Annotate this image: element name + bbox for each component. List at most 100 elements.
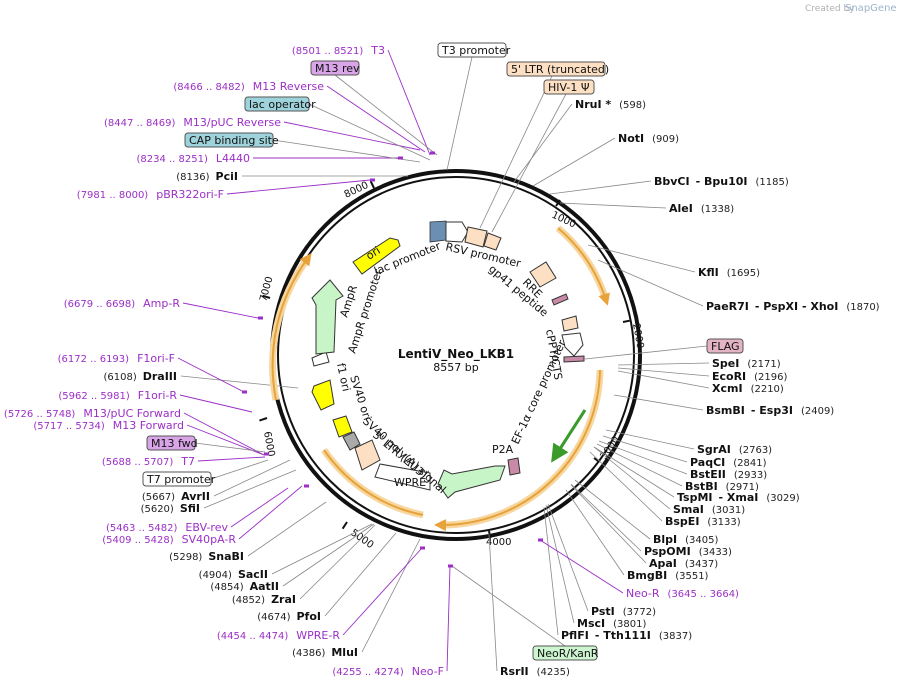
enzyme-label: (5667)AvrII [142,490,210,503]
primer-leader [230,487,289,528]
label-neor-kanr: NeoR/KanR [537,647,599,660]
primer-label: (5962 .. 5981)F1ori-R [58,389,177,402]
primer-leader [179,394,253,413]
feature-leader [194,442,266,453]
label-t7-promoter: T7 promoter [146,473,216,486]
enzyme-leader [247,501,327,557]
tick-mark [259,417,268,422]
tick-label: 7000 [258,275,275,302]
feature-sv40pa [342,431,361,451]
orf-arc-1-line [557,227,610,306]
feature-3ltr [354,439,381,471]
enzyme-leader [559,202,667,209]
primer-label: (8447 .. 8469)M13/pUC Reverse [104,116,281,129]
feature-ampr-promoter [311,351,330,367]
feature-leader [210,459,269,480]
primer-leader [387,49,431,156]
primer-leader [177,357,245,393]
tick-mark [341,521,348,530]
enzyme-leader [513,103,573,183]
enzyme-leader [299,524,376,600]
plasmid-length: 8557 bp [433,361,478,374]
orf-arc-2-line [434,369,601,532]
tick-mark [369,180,375,189]
primer-label: (5463 .. 5482)EBV-rev [106,521,228,534]
label-cap-site: CAP binding site [189,134,279,147]
enzyme-leader [589,451,663,522]
enzyme-label: RsrII(4235) [500,665,570,678]
enzyme-label: BbvCI- Bpu10I(1185) [654,175,789,188]
enzyme-label: NotI(909) [618,132,679,145]
box-5ltr [506,61,606,77]
enzyme-label: SgrAI(2763) [697,443,772,456]
enzyme-label: BstEII(2933) [690,468,767,481]
primer-label: (6172 .. 6193)F1ori-F [58,352,175,365]
feature-rre [529,261,557,288]
tick-mark [593,457,601,463]
plasmid-name: LentiV_Neo_LKB1 [398,347,514,362]
enzyme-leader [545,504,575,624]
enzyme-labels-right: NruI *(598)NotI(909)BbvCI- Bpu10I(1185)A… [500,98,880,678]
feature-cppt [561,315,579,332]
feature-lac-promoter-arrow [445,221,469,243]
credit-text: Created by [805,4,855,14]
enzyme-leader [617,367,710,377]
enzyme-label: PaqCI(2841) [690,456,767,469]
primer-mark [258,316,263,320]
box-flag [706,338,744,354]
primer-label: (7981 .. 8000)pBR322ori-F [77,188,224,201]
tick-label: 8000 [343,180,371,201]
enzyme-label: SmaI(3031) [673,503,745,516]
primer-leader [342,547,423,636]
enzyme-leader [180,375,299,389]
orf-arc-4-line [271,253,312,401]
enzyme-label: BlpI(3405) [653,533,718,546]
orf-arc-2 [439,369,604,529]
primer-mark [538,538,543,542]
primer-leader [197,456,266,462]
feature-p2a [507,457,521,476]
label-5ltr: 5' LTR (truncated) [511,63,609,76]
enzyme-label: (4904)SacII [199,568,268,581]
primer-mark [242,390,247,394]
enzyme-label: EcoRI(2196) [712,370,788,383]
enzyme-label: SpeI(2171) [712,357,781,370]
enzyme-label: KflI(1695) [698,266,760,279]
enzyme-leader [570,483,642,552]
tick-label: 4000 [486,537,511,548]
primer-leader [182,302,259,319]
enzyme-label: BspEI(3133) [665,515,741,528]
snapgene-brand: SnapGene [845,3,897,14]
enzyme-leader [549,180,652,195]
enzyme-leader [617,362,710,366]
enzyme-leader [570,484,647,564]
enzyme-leader [324,532,397,617]
feature-wpre [374,463,431,491]
feature-neor-arrow [437,465,506,499]
primer-label: (8466 .. 8482)M13 Reverse [173,80,324,93]
feature-leader [451,565,566,647]
enzyme-label: (4854)AatII [210,580,279,593]
feature-hiv-psi [483,232,502,251]
primer-label: (5688 .. 5707)T7 [102,455,195,468]
feature-lac-box [429,220,447,243]
label-m13-fwd: M13 fwd [151,437,198,450]
enzyme-label: MscI(3801) [577,617,646,630]
primer-labels: (8501 .. 8521)T3(8466 .. 8482)M13 Revers… [4,44,739,678]
primer-leader [238,485,303,540]
enzyme-leader [282,523,375,587]
feature-f1ori [311,379,335,411]
feature-sv40ori [332,415,353,438]
box-t3-promoter [437,42,507,58]
box-lac-operator [244,96,310,112]
tick-mark [622,319,630,323]
tick-mark [488,530,492,539]
feature-gp41 [551,293,569,306]
feature-leader [334,74,438,156]
enzyme-label: AleI(1338) [669,202,734,215]
primer-mark [264,452,269,456]
enzyme-leader [574,479,651,540]
feature-5ltr [464,226,488,248]
box-neor-kanr [532,645,598,661]
enzyme-label: TspMI- XmaI(3029) [677,491,800,504]
